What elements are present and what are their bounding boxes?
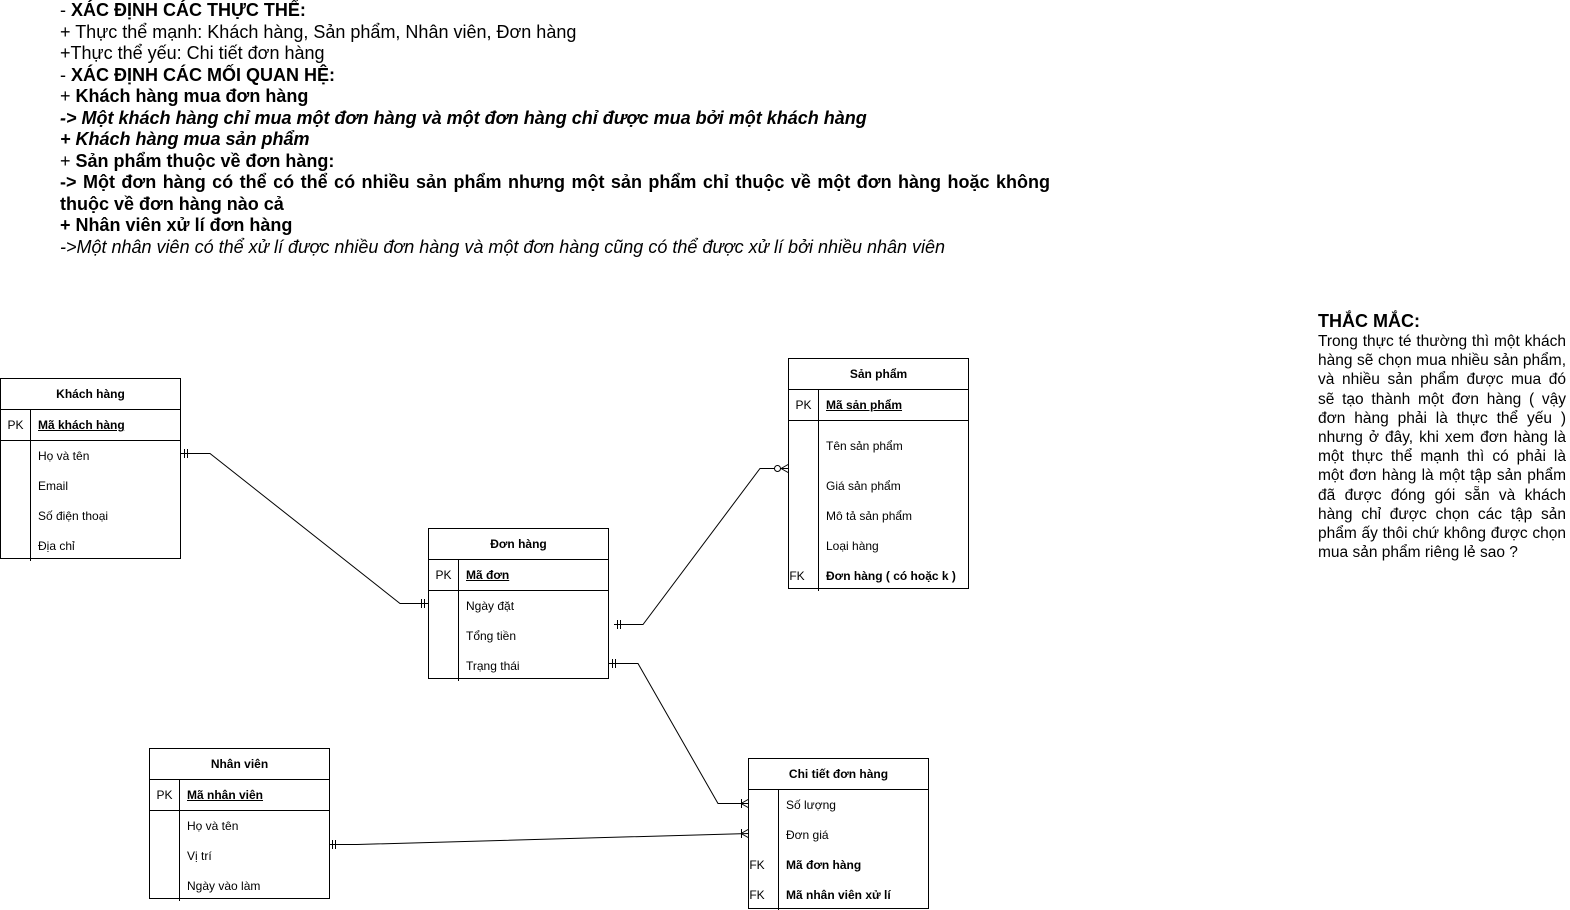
entity-title: Sản phẩm (789, 359, 968, 390)
pk-field: Mã nhân viên (187, 788, 264, 802)
question-block: THẮC MẮC: Trong thực té thường thì một k… (1318, 311, 1566, 562)
attribute: Đơn giá (786, 828, 829, 842)
attribute: Email (38, 479, 69, 493)
note-line: thuộc về đơn hàng nào cả (60, 193, 284, 214)
note-line: + Sản phẩm thuộc về đơn hàng: (60, 151, 1050, 173)
connector-donhang-sanpham[interactable] (614, 463, 790, 629)
note-line: -> Một đơn hàng có thể có thể có nhiều s… (60, 172, 1050, 192)
fk-name: Mã đơn hàng (786, 858, 862, 872)
note-plus: + (60, 150, 76, 171)
notes-block: - XÁC ĐỊNH CÁC THỰC THỂ: + Thực thể mạnh… (60, 0, 1050, 258)
key-column (789, 421, 819, 591)
note-line: + Khách hàng mua sản phẩm (60, 129, 310, 149)
note-dash: - (60, 0, 71, 20)
fk-field: FK Đơn hàng ( có hoặc k ) (789, 561, 968, 591)
note-line: - XÁC ĐỊNH CÁC THỰC THỂ: (60, 0, 1050, 22)
entity-chi-tiet-don-hang[interactable]: Chi tiết đơn hàng Số lượng Đơn giá FK Mã … (748, 758, 929, 910)
question-body: Trong thực té thường thì một khách hàng … (1318, 333, 1566, 562)
entity-don-hang[interactable]: Đơn hàng PK Mã đơn Ngày đặt Tổng tiền Tr… (428, 528, 609, 681)
fk-field: FK Mã nhân viên xử lí (749, 880, 928, 910)
entity-title: Chi tiết đơn hàng (749, 759, 928, 790)
attribute: Họ và tên (187, 819, 239, 833)
key-column (150, 811, 180, 901)
note-line: + Nhân viên xử lí đơn hàng (60, 215, 293, 235)
entity-san-pham[interactable]: Sản phẩm PK Mã sản phẩm Tên sản phẩm Giá… (788, 358, 969, 591)
fk-field: FK Mã đơn hàng (749, 850, 928, 880)
pk-field: Mã sản phẩm (826, 398, 903, 412)
entity-title: Nhân viên (150, 749, 329, 780)
fk-label: FK (749, 888, 765, 902)
entity-khach-hang[interactable]: Khách hàng PK Mã khách hàng Họ và tên Em… (0, 378, 181, 561)
note-line: + Thực thể mạnh: Khách hàng, Sản phẩm, N… (60, 21, 577, 42)
attribute: Ngày đặt (466, 599, 515, 613)
entity-title: Khách hàng (1, 379, 180, 410)
attribute-section: Họ và tên Vị trí Ngày vào làm (150, 811, 329, 901)
note-bold: Khách hàng mua đơn hàng (75, 86, 309, 106)
attribute: Số điện thoại (38, 509, 109, 523)
fk-name: Mã nhân viên xử lí (786, 888, 891, 902)
attribute-section: Họ và tên Email Số điện thoại Địa chỉ (1, 441, 180, 561)
note-line: - XÁC ĐỊNH CÁC MỐI QUAN HỆ: (60, 65, 1050, 87)
key-column (749, 790, 779, 910)
attribute: Số lượng (786, 798, 836, 812)
connector-donhang-chitiet[interactable] (609, 659, 750, 809)
key-column (429, 591, 459, 681)
attribute-section: Ngày đặt Tổng tiền Trạng thái (429, 591, 608, 681)
pk-label: PK (429, 560, 459, 590)
attribute: Vị trí (187, 849, 212, 863)
pk-row: PK Mã nhân viên (150, 780, 329, 811)
key-column (1, 441, 31, 561)
fk-label: FK (749, 858, 765, 872)
fk-label: FK (789, 569, 805, 583)
attribute: Tổng tiền (466, 629, 517, 643)
pk-label: PK (789, 390, 819, 420)
attribute-section: Số lượng Đơn giá FK Mã đơn hàng FK Mã nhân… (749, 790, 928, 910)
attribute: Tên sản phẩm (826, 439, 903, 453)
attribute-section: Tên sản phẩm Giá sản phẩm Mô tả sản phẩm… (789, 421, 968, 591)
attribute: Họ và tên (38, 449, 90, 463)
question-title: THẮC MẮC: (1318, 311, 1420, 331)
pk-row: PK Mã đơn (429, 560, 608, 591)
attribute: Mô tả sản phẩm (826, 509, 913, 523)
heading-entities: XÁC ĐỊNH CÁC THỰC THỂ: (71, 0, 306, 20)
pk-row: PK Mã khách hàng (1, 410, 180, 441)
connector-khachhang-donhang[interactable] (180, 449, 430, 608)
attribute: Ngày vào làm (187, 879, 261, 893)
attribute: Địa chỉ (38, 539, 75, 553)
note-dash: - (60, 64, 71, 85)
note-line: +Thực thể yếu: Chi tiết đơn hàng (60, 43, 325, 63)
entity-nhan-vien[interactable]: Nhân viên PK Mã nhân viên Họ và tên Vị t… (149, 748, 330, 901)
connector-nhanvien-chitiet[interactable] (329, 828, 750, 849)
pk-label: PK (150, 780, 180, 810)
pk-row: PK Mã sản phẩm (789, 390, 968, 421)
attribute: Giá sản phẩm (826, 479, 901, 493)
heading-relationships: XÁC ĐỊNH CÁC MỐI QUAN HỆ: (71, 64, 335, 85)
pk-label: PK (1, 410, 31, 440)
note-line: + Khách hàng mua đơn hàng (60, 86, 1050, 108)
pk-field: Mã đơn (466, 568, 510, 582)
entity-title: Đơn hàng (429, 529, 608, 560)
note-bold: Sản phẩm thuộc về đơn hàng: (75, 150, 335, 171)
attribute: Loại hàng (826, 539, 879, 553)
pk-field: Mã khách hàng (38, 418, 125, 432)
note-line: ->Một nhân viên có thể xử lí được nhiều … (60, 236, 946, 257)
fk-name: Đơn hàng ( có hoặc k ) (826, 569, 956, 583)
note-plus: + (60, 86, 76, 106)
attribute: Trạng thái (466, 659, 520, 673)
note-line: -> Một khách hàng chỉ mua một đơn hàng v… (60, 107, 867, 128)
